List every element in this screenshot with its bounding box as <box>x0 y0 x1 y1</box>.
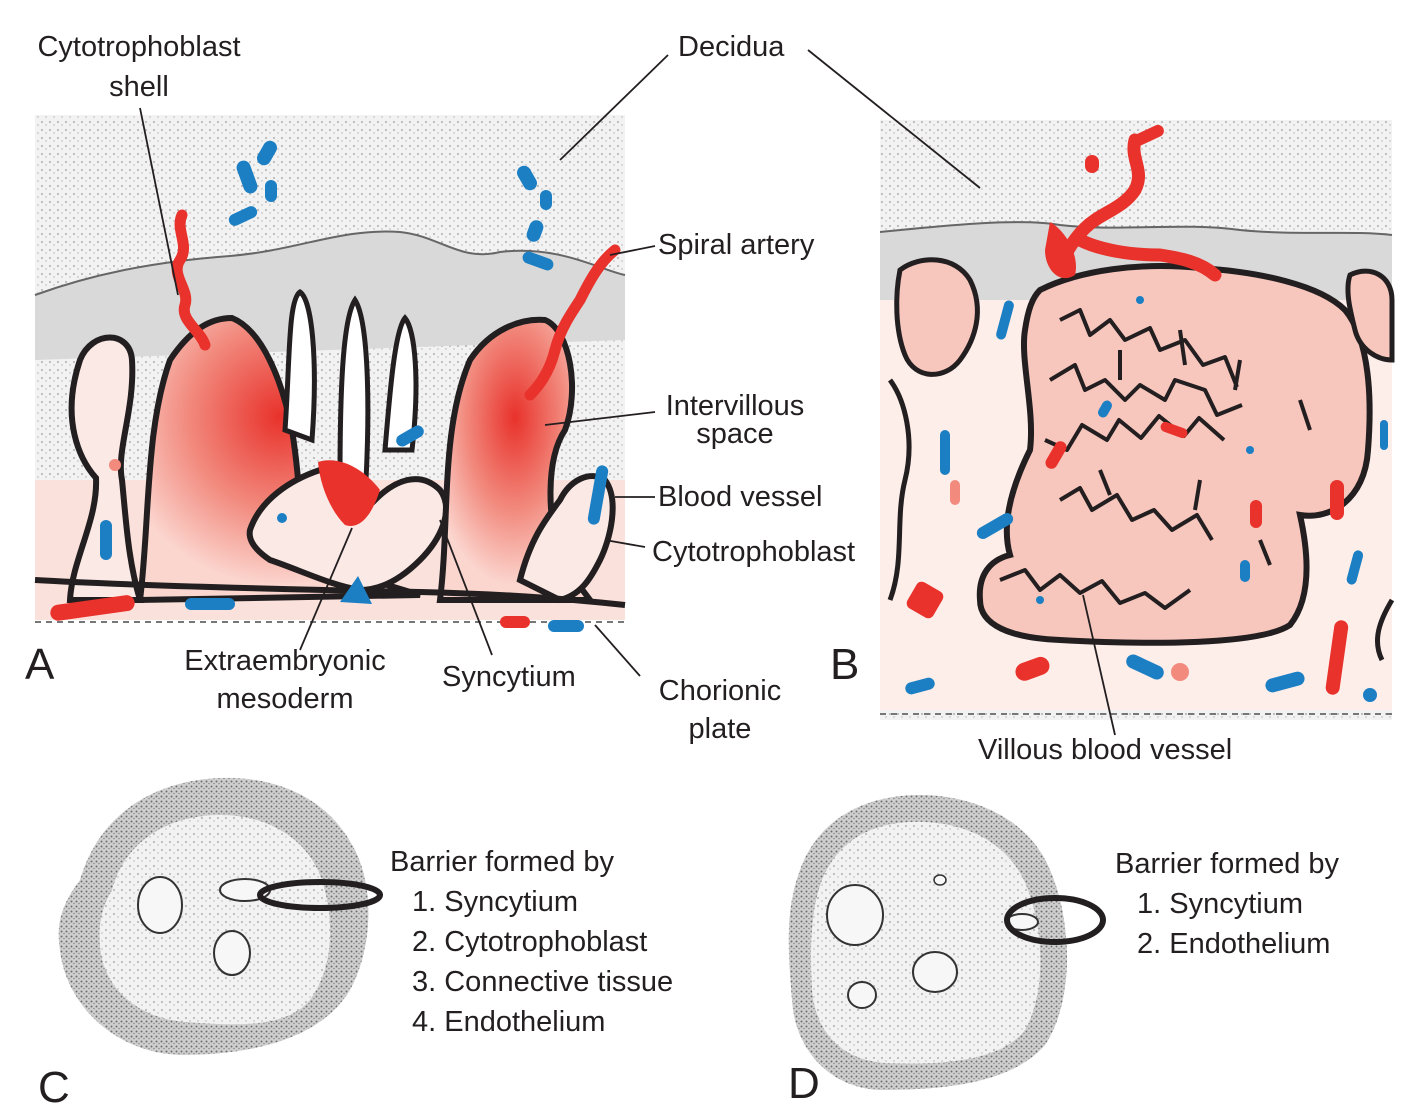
panel-b-illustration <box>879 120 1395 720</box>
label-spiral-artery: Spiral artery <box>658 229 815 261</box>
leader-lines <box>139 49 1116 736</box>
label-syncytium: Syncytium <box>442 661 576 693</box>
label-intervillous-space-line2: space <box>696 418 774 450</box>
barrier-list-d: Barrier formed by 1. Syncytium 2. Endoth… <box>1115 844 1339 964</box>
label-intervillous-space-line1: Intervillous <box>665 390 805 422</box>
panel-a-illustration <box>34 115 626 632</box>
panel-letter-b: B <box>830 640 860 689</box>
label-chorionic-plate-line1: Chorionic <box>658 675 782 707</box>
barrier-c-item-4: 4. Endothelium <box>412 1006 606 1038</box>
label-chorionic-plate-line2: plate <box>688 713 752 745</box>
label-chorionic-plate: Chorionic plate <box>630 672 810 748</box>
label-blood-vessel: Blood vessel <box>658 481 823 513</box>
barrier-list-c: Barrier formed by 1. Syncytium 2. Cytotr… <box>390 842 673 1042</box>
barrier-c-item-2: 2. Cytotrophoblast <box>412 926 648 958</box>
panel-letter-d: D <box>788 1059 820 1108</box>
barrier-d-heading: Barrier formed by <box>1115 848 1340 880</box>
label-villous-blood-vessel: Villous blood vessel <box>978 734 1233 766</box>
label-extraembryonic-mesoderm-line2: mesoderm <box>216 683 354 715</box>
barrier-d-item-1: 1. Syncytium <box>1137 888 1303 920</box>
label-extraembryonic-mesoderm: Extraembryonic mesoderm <box>160 642 410 718</box>
panel-c-villus-cross-section <box>58 777 383 1055</box>
barrier-c-item-1: 1. Syncytium <box>412 886 578 918</box>
panel-letter-c: C <box>38 1063 70 1112</box>
barrier-d-item-2: 2. Endothelium <box>1137 928 1331 960</box>
label-decidua: Decidua <box>678 31 785 63</box>
panel-letter-a: A <box>25 640 55 689</box>
panel-d-villus-cross-section <box>788 795 1106 1090</box>
label-cytotrophoblast: Cytotrophoblast <box>652 536 856 568</box>
label-cytotrophoblast-shell: Cytotrophoblast shell <box>14 30 264 104</box>
label-intervillous-space: Intervillous space <box>650 390 820 450</box>
label-extraembryonic-mesoderm-line1: Extraembryonic <box>184 645 386 677</box>
barrier-c-item-3: 3. Connective tissue <box>412 966 674 998</box>
barrier-c-heading: Barrier formed by <box>390 846 615 878</box>
label-cytotrophoblast-shell-line1: Cytotrophoblast <box>37 31 241 63</box>
label-cytotrophoblast-shell-line2: shell <box>109 71 169 103</box>
